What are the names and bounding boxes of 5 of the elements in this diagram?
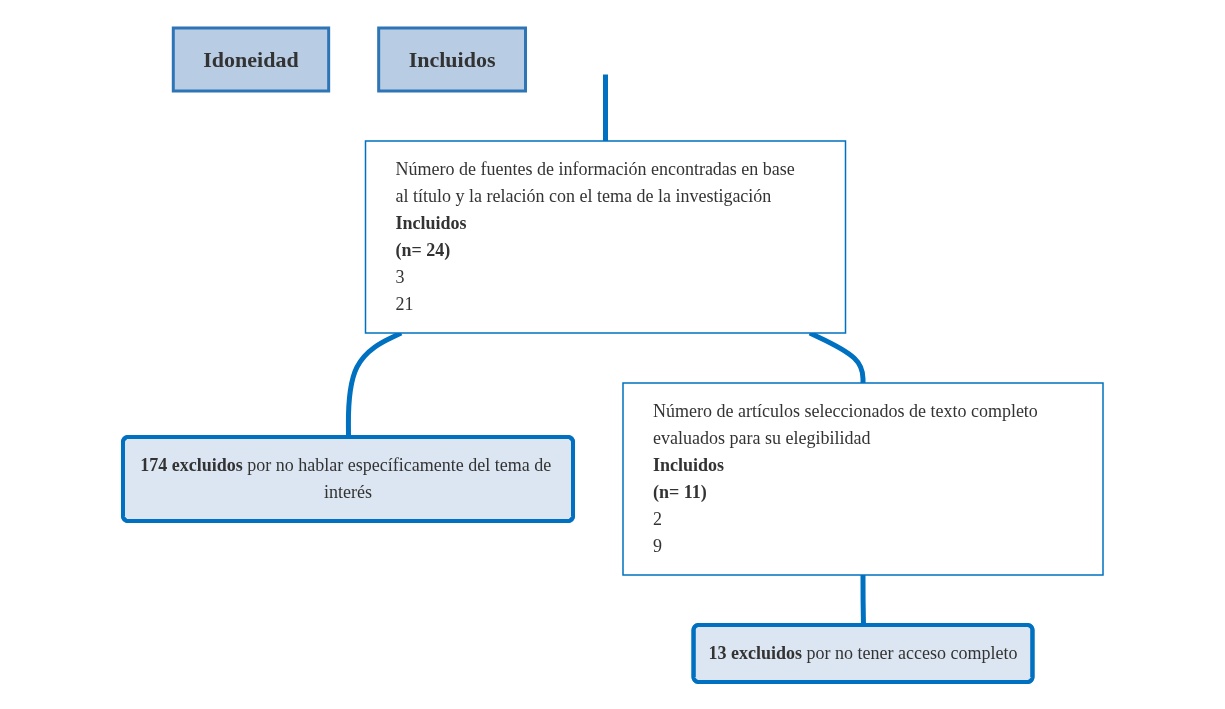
connector [602,74,608,141]
node-box: Número de artículos seleccionados de texto completo evaluados para su elegibilidad Incluidos (n= 11) 2 9 [621,381,1104,576]
node-box: Idoneidad [171,26,330,92]
node-box: Incluidos [376,26,527,92]
node-box: Número de fuentes de información encontradas en base al título y la relación con el tema de la investigación Incluidos (n= 24) 3 21 [364,139,846,334]
